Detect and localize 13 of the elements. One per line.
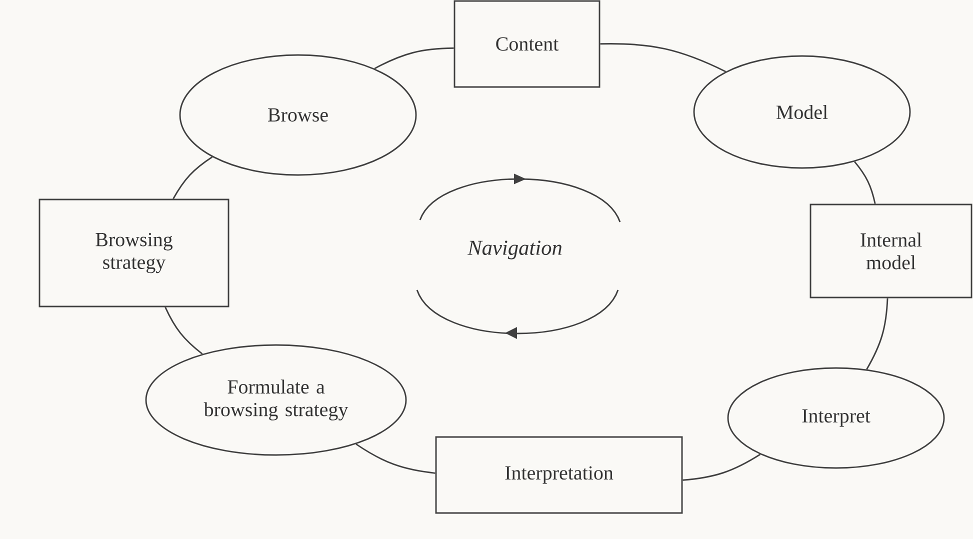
connector-line (682, 454, 761, 481)
connector-line (854, 161, 876, 204)
connector-line (164, 306, 203, 355)
process-box: Interpretation (435, 436, 683, 514)
connector-line (866, 298, 888, 370)
center-label: Navigation (467, 240, 562, 260)
connector-line (600, 42, 726, 72)
process-box: Browsing strategy (38, 198, 230, 308)
connector-line (356, 443, 436, 474)
connector-line (172, 156, 213, 200)
connector-line (374, 47, 454, 70)
process-box: Content (454, 0, 600, 88)
process-box: Internal model (810, 204, 972, 298)
